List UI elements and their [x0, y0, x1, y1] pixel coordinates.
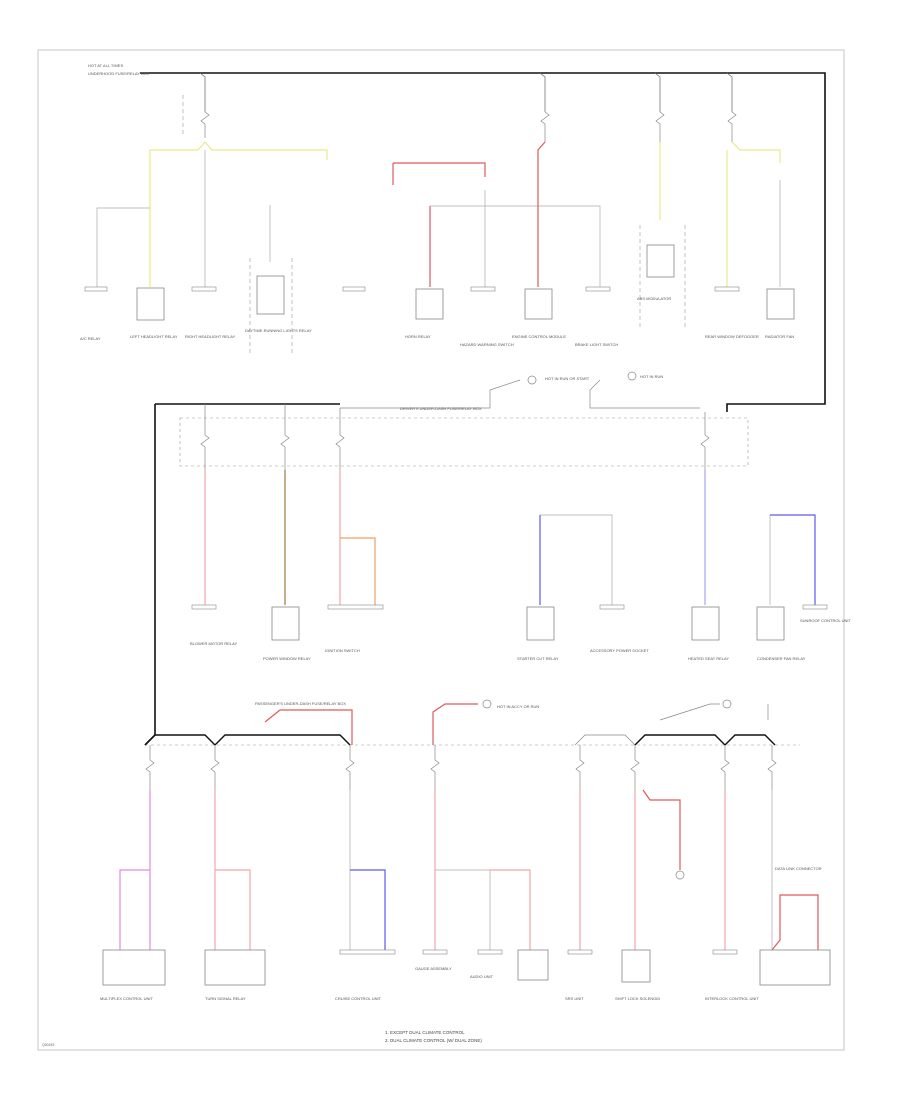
power-source-label: HOT IN RUN [640, 374, 663, 379]
component-label: MULTIPLEX CONTROL UNIT [100, 996, 153, 1001]
middle-labels: BLOWER MOTOR RELAY POWER WINDOW RELAY IG… [190, 618, 852, 661]
component-label: A/C RELAY [80, 336, 101, 341]
component-label: DAYTIME RUNNING LIGHTS RELAY [245, 328, 312, 333]
component-label: SHIFT LOCK SOLENOID [615, 996, 660, 1001]
middle-component-boxes [191, 604, 828, 641]
lower-component-boxes [102, 949, 831, 986]
row1-fuses [200, 111, 737, 142]
component-label: STARTER CUT RELAY [517, 656, 559, 661]
main-power-bus [140, 72, 826, 412]
middle-power-bus [144, 371, 749, 746]
component-label: CRUISE CONTROL UNIT [335, 996, 382, 1001]
lower-wires [119, 789, 819, 951]
figure-code: Q00245 [42, 1043, 55, 1047]
footnote: 1. EXCEPT DUAL CLIMATE CONTROL [385, 1030, 465, 1035]
component-label: DATA LINK CONNECTOR [775, 866, 822, 871]
component-label: CONDENSER FAN RELAY [757, 656, 806, 661]
middle-wires [204, 470, 816, 605]
lower-fuses [145, 745, 777, 790]
fuse-box-label: DRIVER'S UNDER-DASH FUSE/RELAY BOX [400, 406, 482, 411]
component-label: RADIATOR FAN [765, 334, 794, 339]
component-label: SRS UNIT [565, 996, 584, 1001]
footnotes: 1. EXCEPT DUAL CLIMATE CONTROL 2. DUAL C… [385, 1030, 482, 1043]
fuse-box-label: UNDERHOOD FUSE/RELAY BOX [88, 71, 150, 76]
component-label: GAUGE ASSEMBLY [415, 966, 452, 971]
component-label: INTERLOCK CONTROL UNIT [705, 996, 759, 1001]
power-source-label: HOT IN ACCY OR RUN [497, 704, 539, 709]
component-label: ABS MODULATOR [637, 296, 671, 301]
component-label: HAZARD WARNING SWITCH [460, 342, 514, 347]
row1-module-outlines [249, 225, 686, 355]
power-source-label: HOT IN RUN OR START [545, 376, 590, 381]
component-label: REAR WINDOW DEFOGGER [705, 334, 759, 339]
row1-labels: A/C RELAY LEFT HEADLIGHT RELAY RIGHT HEA… [80, 296, 794, 347]
power-source-label: HOT AT ALL TIMES [88, 63, 123, 68]
fuse-box-label: PASSENGER'S UNDER-DASH FUSE/RELAY BOX [255, 701, 346, 706]
component-label: AUDIO UNIT [470, 974, 494, 979]
component-label: SUNROOF CONTROL UNIT [800, 618, 852, 623]
diagram-border [37, 49, 845, 1051]
component-label: HEATED SEAT RELAY [688, 656, 729, 661]
row1-component-boxes [84, 244, 795, 321]
component-label: POWER WINDOW RELAY [263, 656, 311, 661]
lower-power-bus [144, 699, 800, 746]
component-label: ENGINE CONTROL MODULE [512, 334, 566, 339]
component-label: BRAKE LIGHT SWITCH [575, 342, 618, 347]
lower-labels: MULTIPLEX CONTROL UNIT TURN SIGNAL RELAY… [100, 866, 822, 1001]
row1-wires [96, 141, 781, 287]
component-label: TURN SIGNAL RELAY [205, 996, 246, 1001]
component-label: HORN RELAY [405, 334, 431, 339]
middle-fuses [200, 404, 710, 470]
component-label: BLOWER MOTOR RELAY [190, 641, 238, 646]
component-label: LEFT HEADLIGHT RELAY [130, 334, 178, 339]
component-label: IGNITION SWITCH [325, 648, 360, 653]
footnote: 2. DUAL CLIMATE CONTROL (W/ DUAL ZONE) [385, 1038, 482, 1043]
component-label: ACCESSORY POWER SOCKET [590, 648, 649, 653]
component-label: RIGHT HEADLIGHT RELAY [185, 334, 236, 339]
